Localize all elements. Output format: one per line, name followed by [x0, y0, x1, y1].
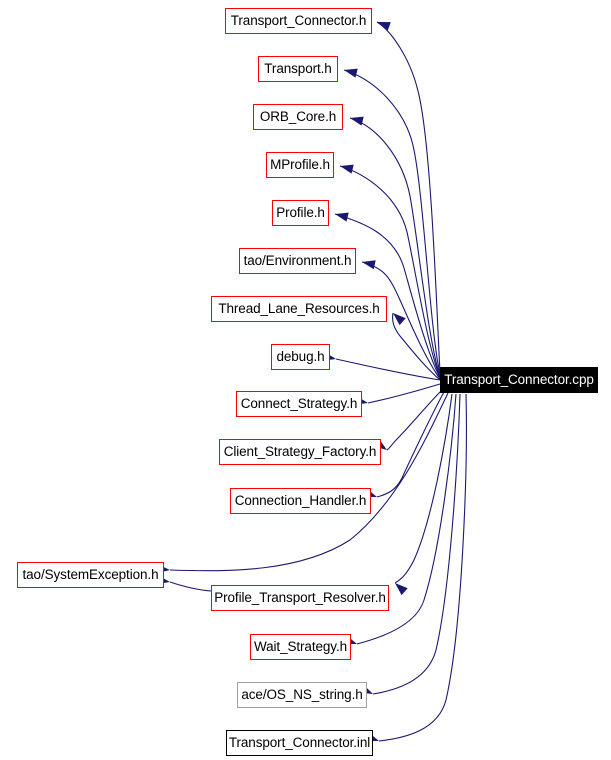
node-client_strategy_factory_h[interactable]: Client_Strategy_Factory.h [219, 439, 381, 465]
node-wait_strategy_h[interactable]: Wait_Strategy.h [250, 634, 351, 660]
edge-transport_connector_cpp-to-thread_lane_resources_h [391, 312, 441, 381]
arrowhead-profile_transport_resolver_h [395, 583, 408, 596]
node-transport_connector_cpp: Transport_Connector.cpp [440, 367, 598, 393]
node-tao_systemexception_h[interactable]: tao/SystemException.h [17, 562, 164, 588]
edge-transport_connector_cpp-to-connection_handler_h [376, 391, 445, 498]
edge-transport_connector_cpp-to-orb_core_h [349, 117, 441, 377]
node-transport_connector_h[interactable]: Transport_Connector.h [225, 8, 372, 34]
node-tao_environment_h[interactable]: tao/Environment.h [239, 248, 356, 274]
arrowhead-tao_environment_h [362, 260, 376, 270]
node-connect_strategy_h[interactable]: Connect_Strategy.h [236, 391, 362, 417]
node-label: Transport_Connector.inl [228, 735, 371, 751]
node-profile_transport_resolver_h[interactable]: Profile_Transport_Resolver.h [211, 585, 389, 611]
arrowhead-profile_h [335, 212, 349, 222]
node-connection_handler_h[interactable]: Connection_Handler.h [230, 488, 371, 514]
edge-transport_connector_cpp-to-ace_os_ns_string_h [372, 393, 461, 695]
node-label: Connection_Handler.h [234, 493, 367, 509]
node-label: Transport.h [264, 61, 332, 77]
node-label: Connect_Strategy.h [240, 396, 358, 412]
edge-transport_connector_cpp-to-debug_h [335, 358, 441, 381]
node-label: tao/Environment.h [243, 253, 352, 269]
node-label: Profile.h [276, 205, 325, 221]
node-label: Thread_Lane_Resources.h [218, 301, 380, 317]
node-label: ORB_Core.h [259, 109, 337, 125]
node-ace_os_ns_string_h[interactable]: ace/OS_NS_string.h [237, 682, 367, 708]
edge-transport_connector_cpp-to-transport_h [343, 69, 441, 375]
node-label: tao/SystemException.h [22, 567, 159, 583]
node-label: Transport_Connector.h [230, 13, 367, 29]
arrowhead-thread_lane_resources_h [393, 313, 406, 326]
edge-transport_connector_cpp-to-transport_connector_inl [378, 393, 467, 742]
node-profile_h[interactable]: Profile.h [272, 200, 329, 226]
node-label: MProfile.h [270, 157, 330, 173]
edge-transport_connector_cpp-to-connect_strategy_h [367, 383, 441, 404]
node-label: Profile_Transport_Resolver.h [214, 590, 386, 606]
arrowhead-transport_connector_h [377, 22, 391, 31]
edge-transport_connector_cpp-to-client_strategy_factory_h [386, 389, 443, 451]
node-label: ace/OS_NS_string.h [241, 687, 363, 703]
arrowhead-orb_core_h [350, 116, 364, 126]
node-label: Client_Strategy_Factory.h [223, 444, 377, 460]
edge-transport_connector_cpp-to-profile_transport_resolver_h [394, 393, 453, 584]
edge-transport_connector_cpp-to-tao_systemexception_h [169, 392, 449, 572]
node-orb_core_h[interactable]: ORB_Core.h [253, 104, 343, 130]
node-label: Wait_Strategy.h [253, 639, 348, 655]
node-label: Transport_Connector.cpp [444, 372, 594, 388]
node-debug_h[interactable]: debug.h [271, 344, 330, 370]
node-thread_lane_resources_h[interactable]: Thread_Lane_Resources.h [211, 296, 387, 322]
arrowhead-mprofile_h [340, 164, 354, 174]
node-label: debug.h [276, 349, 325, 365]
edge-profile_transport_resolver_h-to-tao_systemexception_h [169, 581, 212, 592]
arrowhead-transport_h [344, 68, 358, 78]
node-transport_connector_inl[interactable]: Transport_Connector.inl [226, 730, 373, 756]
node-mprofile_h[interactable]: MProfile.h [266, 152, 334, 178]
node-transport_h[interactable]: Transport.h [258, 56, 338, 82]
